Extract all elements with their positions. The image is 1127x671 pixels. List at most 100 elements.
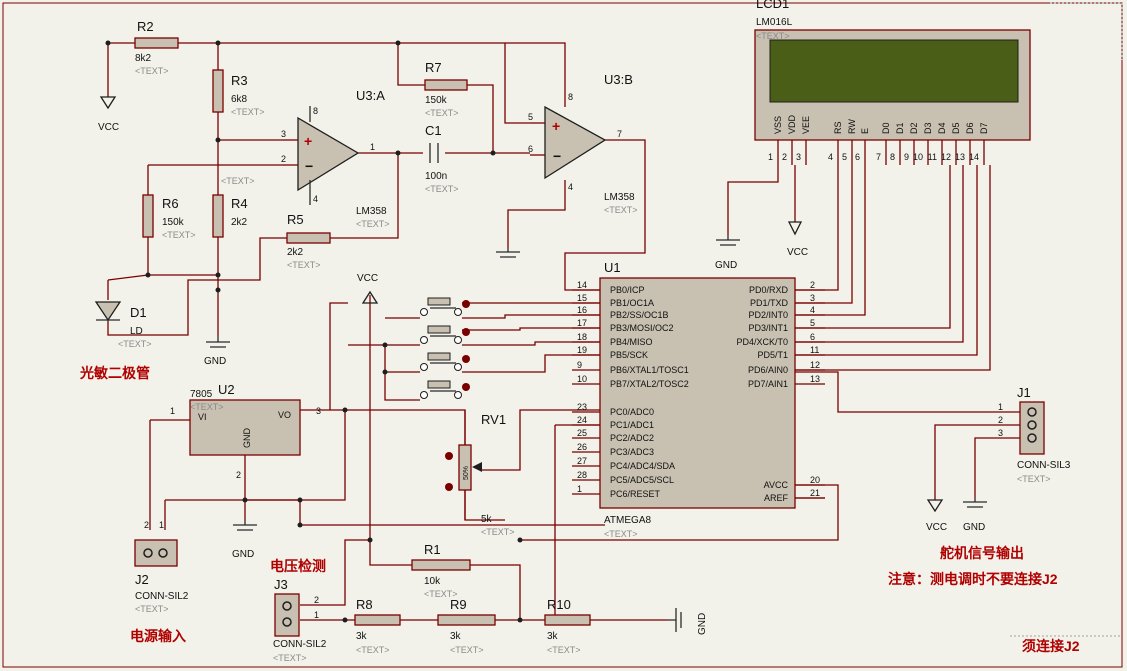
lcd-pin-number: 5 bbox=[842, 152, 847, 162]
svg-text:1: 1 bbox=[314, 610, 319, 620]
resistor-r5[interactable]: R5 2k2 <TEXT> bbox=[286, 212, 331, 270]
opamp-u3b[interactable]: 5 6 7 8 4 + − U3:B LM358 <TEXT> bbox=[528, 72, 638, 215]
svg-text:J2: J2 bbox=[135, 572, 149, 587]
lcd-pin-name: D3 bbox=[923, 122, 933, 134]
svg-text:LM016L: LM016L bbox=[756, 17, 793, 28]
svg-text:100n: 100n bbox=[425, 171, 447, 182]
svg-text:<TEXT>: <TEXT> bbox=[118, 339, 152, 349]
svg-text:GND: GND bbox=[715, 260, 737, 271]
resistor-r7[interactable]: R7 150k <TEXT> bbox=[424, 60, 468, 118]
u1-pin-number: 11 bbox=[810, 345, 819, 355]
u1-pin-number: 14 bbox=[577, 280, 587, 290]
u1-pin-name: PB0/ICP bbox=[610, 285, 645, 295]
resistor-r1[interactable]: R1 10k <TEXT> bbox=[411, 542, 471, 599]
gnd-symbol-2 bbox=[496, 248, 520, 258]
servo-output-note: 舵机信号输出 bbox=[940, 545, 1024, 561]
svg-text:CONN-SIL2: CONN-SIL2 bbox=[135, 591, 189, 602]
gnd-symbol-3: GND bbox=[232, 520, 257, 560]
u1-pin-name: PC5/ADC5/SCL bbox=[610, 475, 674, 485]
svg-text:<TEXT>: <TEXT> bbox=[450, 645, 484, 655]
lcd-pin-name: RS bbox=[833, 121, 843, 134]
svg-text:3k: 3k bbox=[547, 631, 559, 642]
lcd-module[interactable]: LCD1 LM016L <TEXT> VSS1VDD2VEE3RS4RW5E6D… bbox=[754, 0, 1031, 165]
lcd-pin-number: 14 bbox=[969, 152, 979, 162]
resistor-r2[interactable]: R2 8k2 <TEXT> bbox=[134, 19, 179, 76]
svg-text:<TEXT>: <TEXT> bbox=[356, 219, 390, 229]
u1-pin-number: 18 bbox=[577, 332, 587, 342]
u1-pin-name: PB4/MISO bbox=[610, 337, 653, 347]
gnd-symbol-5: GND bbox=[963, 498, 987, 533]
u1-right-pins: 2PD0/RXD3PD1/TXD4PD2/INT05PD3/INT16PD4/X… bbox=[736, 280, 825, 503]
u1-pin-name: PB3/MOSI/OC2 bbox=[610, 323, 674, 333]
u1-pin-name: AVCC bbox=[764, 480, 789, 490]
resistor-r8[interactable]: R8 3k <TEXT> bbox=[354, 597, 401, 655]
lcd-pin-name: RW bbox=[847, 119, 857, 134]
resistor-r4[interactable]: R4 2k2 <TEXT> bbox=[212, 176, 255, 238]
svg-text:4: 4 bbox=[568, 182, 573, 192]
u1-pin-number: 20 bbox=[810, 475, 820, 485]
svg-text:R3: R3 bbox=[231, 73, 248, 88]
svg-text:<TEXT>: <TEXT> bbox=[756, 31, 790, 41]
svg-text:1: 1 bbox=[370, 142, 375, 152]
svg-text:<TEXT>: <TEXT> bbox=[604, 205, 638, 215]
push-button-2[interactable] bbox=[420, 325, 471, 344]
button-bank[interactable] bbox=[420, 297, 471, 399]
opamp-u3a[interactable]: 3 2 1 8 4 + − U3:A LM358 <TEXT> bbox=[281, 88, 390, 229]
svg-text:GND: GND bbox=[697, 613, 708, 635]
u1-pin-number: 19 bbox=[577, 345, 587, 355]
u1-pin-name: PD0/RXD bbox=[749, 285, 789, 295]
svg-text:U2: U2 bbox=[218, 382, 235, 397]
u1-pin-number: 26 bbox=[577, 442, 587, 452]
regulator-u2[interactable]: U2 7805 <TEXT> VI VO GND 1 3 2 bbox=[170, 382, 321, 480]
svg-text:VCC: VCC bbox=[926, 522, 947, 533]
u1-pin-name: PB7/XTAL2/TOSC2 bbox=[610, 379, 689, 389]
svg-text:R2: R2 bbox=[137, 19, 154, 34]
corner-note: 须连接J2 bbox=[1022, 638, 1080, 654]
resistor-r3[interactable]: R3 6k8 <TEXT> bbox=[212, 69, 265, 117]
lcd-pin-name: VSS bbox=[773, 116, 783, 134]
svg-text:<TEXT>: <TEXT> bbox=[273, 653, 307, 663]
potentiometer-rv1[interactable]: 50% RV1 5k <TEXT> bbox=[445, 410, 515, 537]
svg-text:R8: R8 bbox=[356, 597, 373, 612]
svg-text:8: 8 bbox=[568, 92, 573, 102]
svg-text:<TEXT>: <TEXT> bbox=[190, 402, 224, 412]
svg-text:<TEXT>: <TEXT> bbox=[356, 645, 390, 655]
lcd-pin-number: 9 bbox=[904, 152, 909, 162]
vcc-symbol-2: VCC bbox=[357, 273, 379, 304]
svg-text:2: 2 bbox=[144, 520, 149, 530]
svg-text:4: 4 bbox=[313, 194, 318, 204]
connector-j2[interactable]: 2 1 J2 CONN-SIL2 <TEXT> bbox=[134, 520, 189, 614]
svg-text:1: 1 bbox=[998, 402, 1003, 412]
u1-pin-name: PD1/TXD bbox=[750, 298, 789, 308]
photodiode-d1[interactable]: D1 LD <TEXT> bbox=[94, 301, 152, 349]
connector-j1[interactable]: 1 2 3 J1 CONN-SIL3 <TEXT> bbox=[998, 385, 1071, 484]
resistor-r9[interactable]: R9 3k <TEXT> bbox=[437, 597, 496, 655]
svg-text:<TEXT>: <TEXT> bbox=[425, 184, 459, 194]
resistor-r6[interactable]: R6 150k <TEXT> bbox=[142, 194, 196, 240]
u1-pin-name: PD3/INT1 bbox=[748, 323, 788, 333]
lcd-pin-number: 13 bbox=[955, 152, 965, 162]
push-button-1[interactable] bbox=[420, 297, 471, 316]
svg-text:2k2: 2k2 bbox=[231, 217, 248, 228]
svg-text:<TEXT>: <TEXT> bbox=[162, 230, 196, 240]
push-button-3[interactable] bbox=[420, 352, 471, 371]
svg-text:<TEXT>: <TEXT> bbox=[287, 260, 321, 270]
svg-text:R4: R4 bbox=[231, 196, 248, 211]
svg-text:LD: LD bbox=[130, 326, 143, 337]
svg-text:50%: 50% bbox=[463, 466, 470, 480]
lcd-pin-name: D2 bbox=[909, 122, 919, 134]
push-button-4[interactable] bbox=[420, 380, 471, 399]
lcd-pin-name: E bbox=[860, 128, 870, 134]
connector-j3[interactable]: 2 1 J3 CONN-SIL2 <TEXT> bbox=[273, 577, 327, 663]
u1-pin-number: 13 bbox=[810, 374, 820, 384]
lcd-pin-name: VEE bbox=[801, 116, 811, 134]
resistor-r10[interactable]: R10 3k <TEXT> bbox=[544, 597, 591, 655]
u1-pin-name: PC4/ADC4/SDA bbox=[610, 461, 675, 471]
lcd-pin-number: 3 bbox=[796, 152, 801, 162]
svg-text:5k: 5k bbox=[481, 514, 493, 525]
capacitor-c1[interactable]: C1 100n <TEXT> bbox=[425, 123, 459, 194]
